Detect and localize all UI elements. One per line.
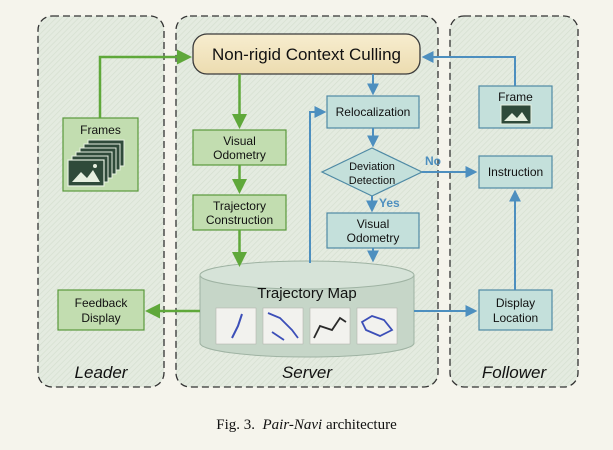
deviation-detection-line1: Deviation: [349, 161, 395, 173]
visual-odometry-right-line2: Odometry: [347, 231, 400, 245]
trajectory-construction-box: [192, 194, 287, 231]
no-edge-label: No: [425, 154, 441, 168]
leader-panel-label: Leader: [75, 363, 129, 382]
visual-odometry-right-line1: Visual: [357, 217, 389, 231]
visual-odometry-right-box: [326, 212, 420, 249]
trajectory-construction-line2: Construction: [206, 213, 273, 227]
visual-odometry-left-line1: Visual: [223, 134, 255, 148]
follower-panel-label: Follower: [482, 363, 548, 382]
caption-suffix: architecture: [325, 417, 397, 433]
relocalization-label: Relocalization: [336, 105, 411, 119]
yes-edge-label: Yes: [379, 196, 400, 210]
caption-system-name: Pair-Navi: [262, 417, 323, 433]
display-location-line2: Location: [493, 311, 538, 325]
trajectory-construction-line1: Trajectory: [213, 199, 266, 213]
frame-label: Frame: [498, 90, 533, 104]
visual-odometry-left-box: [192, 129, 287, 166]
frames-label: Frames: [80, 123, 121, 137]
display-location-line1: Display: [496, 296, 535, 310]
feedback-display-box: [57, 289, 145, 331]
instruction-label: Instruction: [488, 165, 543, 179]
image-stack-icon: [67, 139, 125, 187]
blue-flow-arrows: [309, 51, 521, 317]
trajectory-thumbnails: [215, 307, 398, 345]
figure-caption: Fig. 3. Pair-Navi architecture: [0, 417, 613, 434]
deviation-detection-line2: Detection: [349, 175, 395, 187]
trajectory-map-label: Trajectory Map: [257, 285, 356, 302]
visual-odometry-left-line2: Odometry: [213, 148, 266, 162]
instruction-box: [478, 155, 553, 189]
server-panel-label: Server: [282, 363, 333, 382]
caption-prefix: Fig. 3.: [216, 417, 256, 433]
image-icon: [500, 104, 532, 125]
context-culling-label: Non-rigid Context Culling: [212, 45, 401, 64]
context-culling-box: [192, 33, 421, 75]
feedback-display-line1: Feedback: [75, 296, 129, 310]
feedback-display-line2: Display: [81, 311, 120, 325]
green-flow-arrows: [98, 49, 247, 319]
